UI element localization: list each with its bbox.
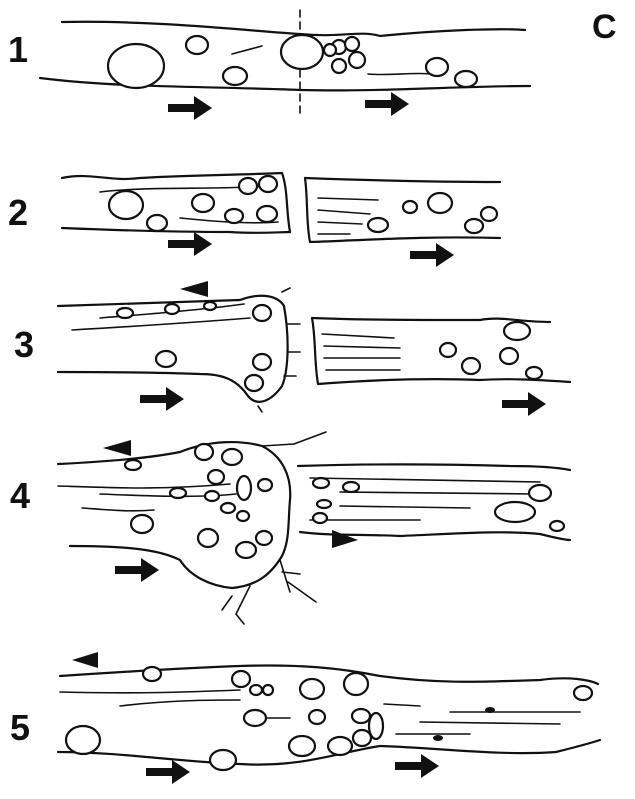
step-number-4: 4: [10, 475, 30, 516]
transport-arrow-right: [115, 558, 159, 582]
transport-arrow-right: [410, 243, 454, 267]
step-3: 3: [14, 281, 570, 416]
step-number-1: 1: [8, 29, 28, 70]
step-5: 5: [10, 652, 600, 784]
step-number-2: 2: [8, 192, 28, 233]
axon-proximal-stump: [62, 173, 290, 233]
transport-arrow-right: [332, 530, 358, 548]
step-number-3: 3: [14, 324, 34, 365]
transport-arrow-left: [103, 440, 131, 456]
step-1: 1: [8, 10, 530, 120]
transport-arrow-right: [140, 387, 184, 411]
axon-distal-stump-4: [298, 465, 570, 549]
axon-distal-stump: [168, 178, 500, 267]
axon-intact: [40, 10, 530, 120]
step-4: 4: [10, 432, 570, 624]
transport-arrow-right: [168, 232, 212, 256]
axon-distal-degenerating: [312, 318, 570, 416]
transport-arrow-right: [502, 392, 546, 416]
axon-regenerated: [58, 652, 600, 784]
transport-arrow-right: [395, 754, 439, 778]
axon-proximal-growth-cone: [58, 432, 326, 624]
vesicle: [108, 44, 164, 88]
transport-arrow-right: [146, 760, 190, 784]
step-number-5: 5: [10, 707, 30, 748]
transport-arrow-left: [72, 652, 98, 668]
step-2: 2: [8, 173, 500, 267]
transport-arrow-right: [365, 92, 409, 116]
axon-proximal-swelling: [58, 281, 300, 412]
transport-arrow-right: [168, 96, 212, 120]
transport-arrow-left: [180, 281, 208, 297]
